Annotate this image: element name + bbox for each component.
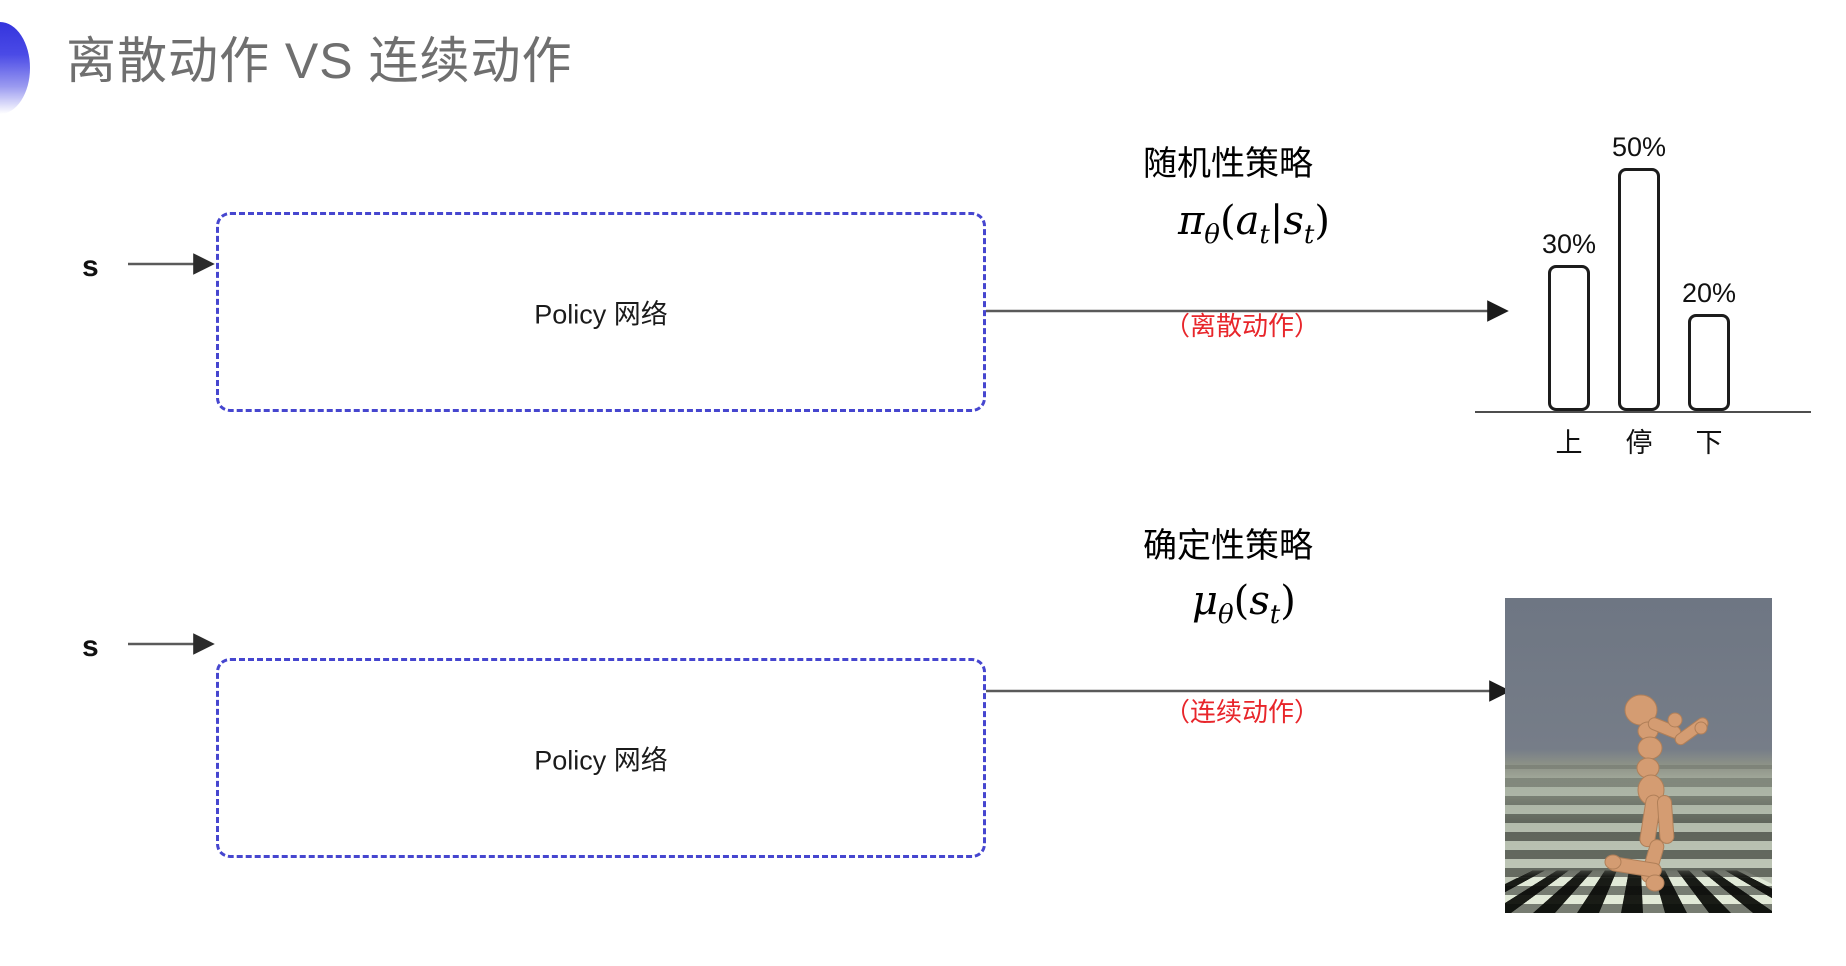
input-arrow-continuous xyxy=(128,633,215,655)
formula-paren-open-2: ( xyxy=(1233,578,1250,624)
policy-kind-deterministic: 确定性策略 xyxy=(1143,527,1313,565)
sim-humanoid-figure xyxy=(1604,694,1709,892)
bar-down xyxy=(1688,313,1730,411)
formula-deterministic-policy: μθ(st) xyxy=(1192,578,1296,630)
bar-category-down: 下 xyxy=(1695,428,1723,458)
bar-value-down: 20% xyxy=(1681,277,1737,308)
formula-symbol-s: s xyxy=(1283,198,1304,244)
state-input-label-continuous: s xyxy=(82,630,99,663)
title-bullet-icon xyxy=(0,22,30,114)
bar-category-up: 上 xyxy=(1555,428,1583,458)
formula-stochastic-policy: πθ(at|st) xyxy=(1178,198,1330,250)
chart-baseline-axis xyxy=(1475,411,1811,413)
formula-symbol-mu: μ xyxy=(1192,578,1218,624)
formula-paren-close: ) xyxy=(1314,198,1330,244)
formula-sub-t-a: t xyxy=(1259,220,1270,250)
formula-sub-theta-2: θ xyxy=(1218,600,1234,630)
bar-category-stop: 停 xyxy=(1625,428,1653,458)
policy-network-box-discrete[interactable]: Policy 网络 xyxy=(216,212,986,412)
formula-paren-open: ( xyxy=(1219,198,1236,244)
output-arrow-discrete xyxy=(986,300,1509,322)
formula-sub-t-s-2: t xyxy=(1269,600,1281,630)
formula-bar: | xyxy=(1269,198,1284,244)
page-title: 离散动作 VS 连续动作 xyxy=(66,33,573,89)
bar-value-stop: 50% xyxy=(1611,131,1667,162)
formula-symbol-s-2: s xyxy=(1249,578,1270,624)
policy-kind-stochastic: 随机性策略 xyxy=(1143,145,1313,183)
formula-sub-t-s: t xyxy=(1303,220,1315,250)
policy-network-label-continuous: Policy 网络 xyxy=(534,745,668,776)
action-note-continuous: （连续动作） xyxy=(1164,697,1321,727)
action-note-discrete: （离散动作） xyxy=(1164,311,1321,341)
input-arrow-discrete xyxy=(128,253,215,275)
policy-network-box-continuous[interactable]: Policy 网络 xyxy=(216,658,986,858)
formula-paren-close-2: ) xyxy=(1280,578,1296,624)
policy-network-label-discrete: Policy 网络 xyxy=(534,299,668,330)
humanoid-simulation-image xyxy=(1505,598,1772,913)
bar-value-up: 30% xyxy=(1541,229,1597,259)
bar-stop xyxy=(1618,167,1660,411)
formula-symbol-a: a xyxy=(1235,198,1260,244)
bar-up xyxy=(1548,265,1590,411)
formula-symbol-pi: π xyxy=(1178,198,1205,244)
output-arrow-continuous xyxy=(986,680,1511,702)
action-probability-bar-chart: 30% 50% 20% 上 停 下 xyxy=(1466,96,1811,458)
formula-sub-theta: θ xyxy=(1204,220,1220,250)
state-input-label-discrete: s xyxy=(82,250,99,283)
